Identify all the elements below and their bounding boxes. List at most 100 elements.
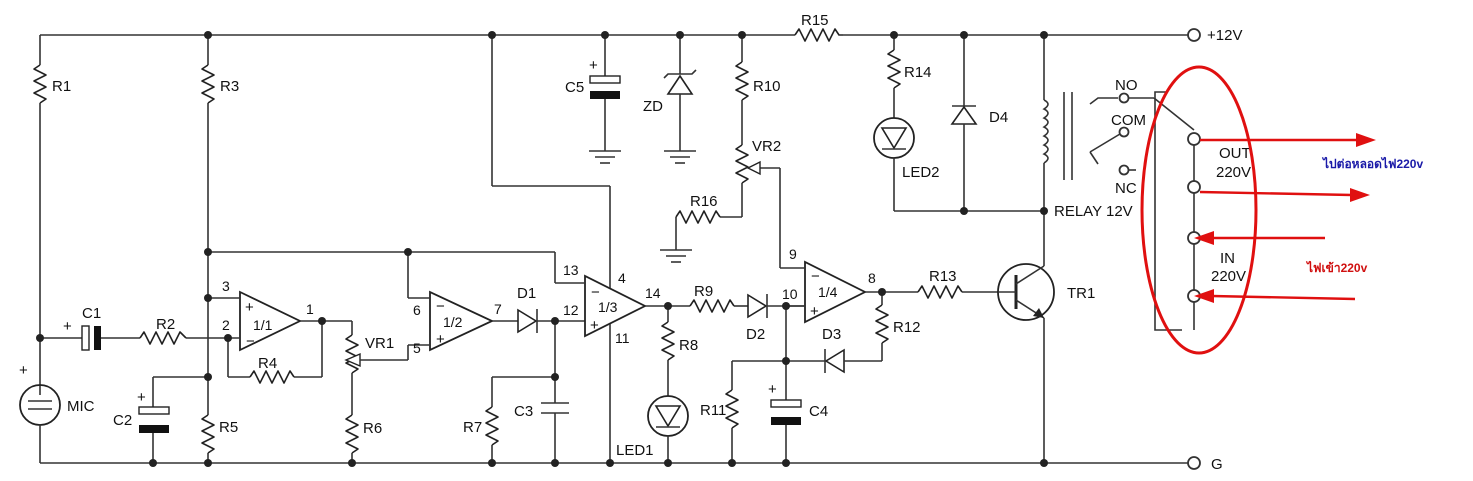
opamp-1-2-label: 1/2 (443, 314, 463, 330)
d3-label: D3 (822, 326, 841, 343)
pin-3-label: 3 (222, 278, 230, 294)
c1-label: C1 (82, 305, 101, 322)
out-note: ไปต่อหลอดไฟ220v (1321, 156, 1423, 171)
highlight-ellipse (1140, 65, 1258, 355)
ground-terminal (1187, 456, 1201, 470)
mic-label: MIC (67, 398, 95, 415)
relay-label: RELAY 12V (1054, 203, 1133, 220)
led1-label: LED1 (616, 442, 654, 459)
opamp-1-4-minus: − (811, 268, 820, 285)
vr1-label: VR1 (365, 335, 394, 352)
r11-resistor (725, 360, 786, 463)
led2 (873, 117, 915, 211)
opamp-1-4-plus: + (810, 303, 819, 320)
r4-resistor (228, 370, 322, 384)
r12-resistor (875, 292, 889, 361)
out-arrow-1 (1200, 133, 1376, 147)
d2-label: D2 (746, 326, 765, 343)
pin-7-label: 7 (494, 301, 502, 317)
r16-label: R16 (690, 193, 718, 210)
vr2-potentiometer (735, 144, 761, 217)
opamp-1-3-minus: − (591, 284, 600, 301)
r3-label: R3 (220, 78, 239, 95)
r14-resistor (887, 35, 901, 118)
out-voltage-label: 220V (1216, 164, 1251, 181)
r10-resistor (735, 35, 749, 145)
pin-9-label: 9 (789, 246, 797, 262)
in-voltage-label: 220V (1211, 268, 1246, 285)
pin-2-label: 2 (222, 317, 230, 333)
r2-resistor (139, 331, 208, 345)
c2-label: C2 (113, 412, 132, 429)
r15-resistor (794, 28, 843, 42)
c5-capacitor (589, 35, 621, 164)
d1-diode (517, 308, 585, 334)
opamp-1-1-minus: − (246, 333, 255, 350)
relay-no-label: NO (1115, 77, 1138, 94)
opamp-1-3-label: 1/3 (598, 299, 618, 315)
c1-capacitor (40, 325, 140, 351)
r6-resistor (345, 414, 359, 463)
pin-1-label: 1 (306, 301, 314, 317)
vr1-potentiometer (344, 321, 409, 415)
d3-diode (786, 348, 882, 374)
c5-label: C5 (565, 79, 584, 96)
r2-label: R2 (156, 316, 175, 333)
relay-coil (1042, 35, 1073, 211)
pin-11-label: 11 (615, 330, 630, 346)
r15-label: R15 (801, 12, 829, 29)
pin-6-label: 6 (413, 302, 421, 318)
r5-label: R5 (219, 419, 238, 436)
r11-label: R11 (700, 402, 726, 419)
r6-label: R6 (363, 420, 382, 437)
c5-plus-sign: + (589, 57, 598, 74)
led1 (647, 395, 689, 463)
out-terminal-2 (1187, 180, 1201, 194)
pin-5-label: 5 (413, 340, 421, 356)
relay-contacts (1089, 92, 1195, 176)
plus-12v-label: +12V (1207, 27, 1242, 44)
d4-diode (950, 35, 978, 211)
pin-4-label: 4 (618, 270, 626, 286)
c3-capacitor (541, 321, 569, 463)
r9-resistor (689, 299, 748, 313)
opamp-1-3-plus: + (590, 317, 599, 334)
opamp-1-1 (208, 290, 352, 377)
r1-label: R1 (52, 78, 71, 95)
opamp-1-1-label: 1/1 (253, 317, 273, 333)
r7-resistor (485, 376, 555, 463)
c4-label: C4 (809, 403, 828, 420)
relay-nc-label: NC (1115, 180, 1137, 197)
in-arrow-2 (1194, 289, 1356, 303)
opamp-1-2-plus: + (436, 331, 445, 348)
r4-label: R4 (258, 355, 277, 372)
vr2-label: VR2 (752, 138, 781, 155)
opamp-1-2-minus: − (436, 298, 445, 315)
r16-resistor (660, 210, 742, 263)
r8-label: R8 (679, 337, 698, 354)
out-terminal-1 (1187, 132, 1201, 146)
pin-14-label: 14 (645, 285, 661, 301)
r3-resistor (201, 35, 215, 415)
opamp-1-2 (407, 252, 518, 352)
c2-plus-sign: + (137, 389, 146, 406)
opamp-1-4-label: 1/4 (818, 284, 838, 300)
r7-label: R7 (463, 419, 482, 436)
in-label: IN (1220, 250, 1235, 267)
opamp-1-3 (491, 35, 690, 463)
terminal-block (1154, 91, 1201, 331)
led2-label: LED2 (902, 164, 940, 181)
mic-plus-sign: + (19, 362, 28, 379)
r1-resistor (33, 35, 47, 395)
relay-com-label: COM (1111, 112, 1146, 129)
out-arrow-2 (1199, 188, 1370, 202)
r13-resistor (917, 285, 998, 299)
zd-label: ZD (643, 98, 663, 115)
pin-12-label: 12 (563, 302, 579, 318)
d4-label: D4 (989, 109, 1008, 126)
tr1-label: TR1 (1067, 285, 1095, 302)
c3-label: C3 (514, 403, 533, 420)
ground-label: G (1211, 456, 1223, 473)
pin-8-label: 8 (868, 270, 876, 286)
